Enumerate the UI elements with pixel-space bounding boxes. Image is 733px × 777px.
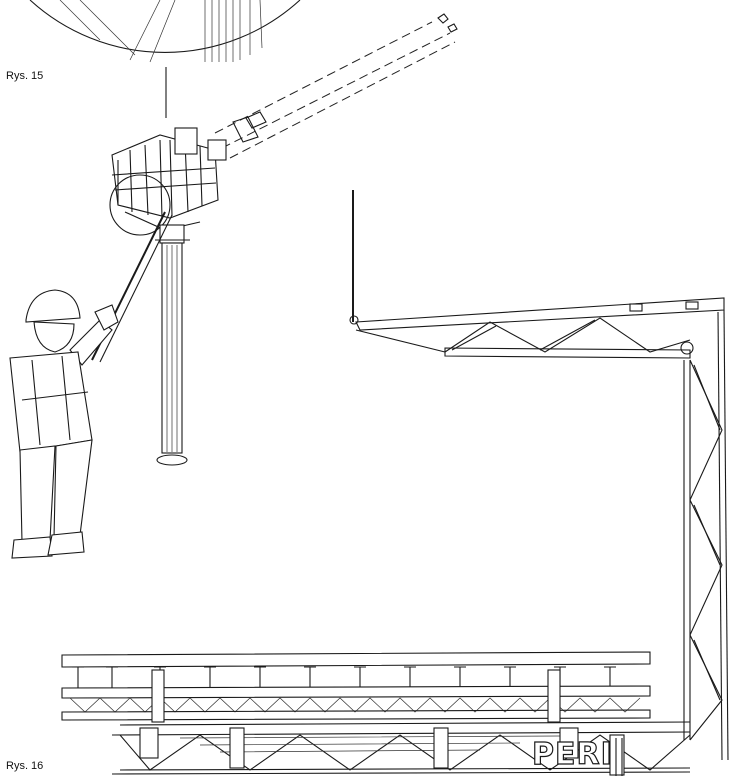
deck-table-form: PERI (61, 651, 691, 776)
vertical-prop (155, 224, 190, 466)
truss-frame (349, 190, 729, 761)
figure-caption-16: Rys. 16 (6, 760, 44, 772)
figure-caption-15: Rys. 15 (6, 70, 44, 82)
detail-magnifier-circle (29, 0, 301, 118)
brand-logo: PERI (532, 737, 613, 772)
lifting-head-assembly (109, 111, 267, 236)
worker-figure (9, 211, 173, 559)
telescopic-pole-dashed (214, 13, 458, 159)
